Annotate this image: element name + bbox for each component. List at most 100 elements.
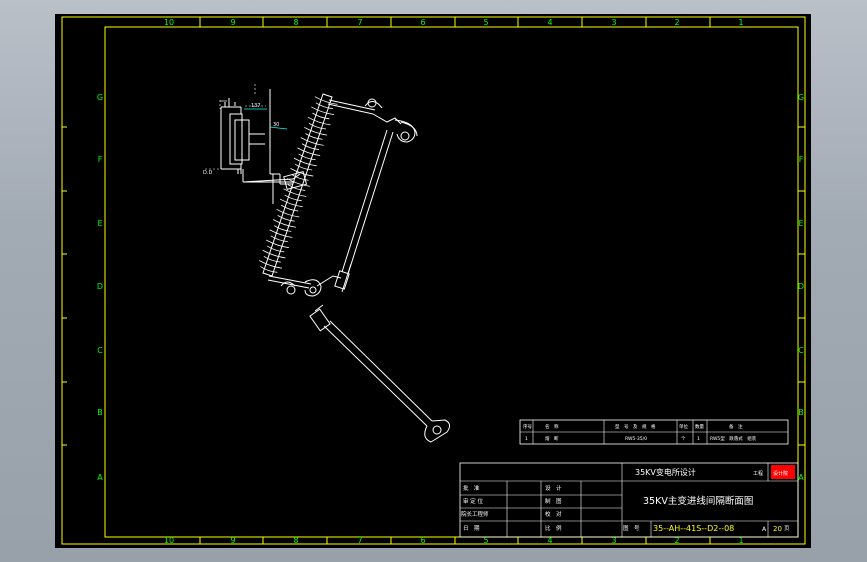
col-label: 2 [674, 536, 679, 545]
drawing-title: 35KV主变进线间隔断面图 [643, 495, 753, 507]
insulator-stack [259, 96, 338, 273]
row-label: F [98, 155, 103, 164]
logo-text: 设计院 [773, 470, 788, 477]
col-label: 8 [293, 536, 298, 545]
col-label: 10 [164, 18, 174, 27]
col-label: 1 [738, 18, 743, 27]
row-label: D [97, 282, 103, 291]
parts-row-cell: RW5-35/0 [625, 436, 647, 442]
bottom-contact [267, 275, 342, 297]
column-labels-top: 10 9 8 7 6 5 4 3 2 1 [164, 18, 744, 27]
insulator-shed [279, 198, 303, 208]
parts-row-cell: 个 [681, 436, 686, 442]
left-label: 院长工程师 [461, 510, 489, 518]
row-label: E [97, 219, 102, 228]
row-label: C [798, 346, 804, 355]
insulator-shed [277, 215, 295, 222]
row-label: D [798, 282, 804, 291]
insulator-shed [267, 245, 285, 253]
mid-label: 设 计 [545, 484, 562, 492]
parts-row-cell: RW5型 跌落式 组装 [710, 435, 757, 442]
col-label: 7 [357, 18, 362, 27]
insulator-shed [300, 137, 324, 146]
insulator-shed [305, 133, 323, 140]
row-label: F [799, 155, 804, 164]
insulator-shed [259, 260, 283, 269]
parts-header-cell: 序号 [523, 423, 532, 430]
col-label: 8 [293, 18, 298, 27]
insulator-shed [308, 122, 327, 130]
insulator-shed [276, 208, 300, 218]
column-labels-bottom: 10 9 8 7 6 5 4 3 2 1 [164, 536, 744, 545]
col-label: 9 [230, 18, 235, 27]
insulator-shed [314, 96, 338, 105]
insulator-shed [287, 184, 306, 191]
row-label: A [97, 473, 103, 482]
dimension-label: D.D [203, 170, 212, 176]
drawing-number: 35--AH--41S--D2--08 [653, 524, 734, 533]
insulator-shed [298, 153, 316, 161]
col-label: 5 [483, 18, 488, 27]
insulator-shed [270, 235, 288, 243]
dimension-marks [244, 108, 288, 130]
inner-frame [104, 26, 799, 538]
leader-lines [205, 84, 266, 170]
mid-label: 校 对 [545, 510, 562, 518]
parts-header-cell: 单位 [679, 423, 688, 430]
insulator-shed [311, 106, 335, 116]
row-label: C [97, 346, 103, 355]
parts-header-cell: 型 号 及 规 格 [615, 423, 656, 430]
col-label: 4 [547, 536, 552, 545]
outer-frame [61, 16, 806, 545]
insulator-shed [272, 219, 296, 228]
insulator-shed [291, 174, 309, 181]
insulator-shed [301, 143, 320, 150]
dimension-label: 137 [251, 103, 261, 109]
row-ticks [62, 126, 805, 446]
insulator-shed [263, 255, 281, 263]
drawing-no-label: 图 号 [623, 524, 640, 532]
operating-rod [309, 304, 451, 443]
insulator-core [262, 93, 333, 277]
col-label: 3 [611, 536, 616, 545]
col-label: 9 [230, 536, 235, 545]
row-labels-right: G F E D C B A [798, 93, 804, 482]
title-block: 设计院 35KV变电所设计 工程 35KV主变进线间隔断面图 批 准 审 定 位… [459, 462, 799, 538]
col-label: 10 [164, 536, 174, 545]
insulator-shed [293, 157, 317, 167]
row-labels-left: G F E D C B A [97, 93, 103, 482]
col-label: 6 [420, 536, 425, 545]
col-label: 6 [420, 18, 425, 27]
parts-row-cell: 1 [525, 436, 528, 442]
insulator-shed [265, 239, 289, 249]
insulator-shed [280, 204, 299, 212]
mid-label: 比 例 [545, 524, 562, 532]
left-label: 批 准 [463, 484, 480, 492]
left-label: 日 期 [463, 525, 480, 532]
insulator-shed [283, 188, 307, 197]
insulator-shed [260, 266, 278, 273]
parts-list: 序号 名 称 型 号 及 规 格 单位 数量 备 注 1 熔 断 RW5-35/… [519, 419, 789, 445]
insulator-shed [274, 225, 292, 232]
insulator-shed [315, 102, 333, 109]
fuse-tube [334, 129, 394, 293]
row-label: A [798, 473, 804, 482]
zone-ticks [199, 17, 711, 544]
top-contact [327, 98, 418, 143]
insulator-shed [286, 178, 310, 187]
cad-viewport[interactable]: 10 9 8 7 6 5 4 3 2 1 10 9 8 7 6 5 4 3 2 … [55, 14, 811, 548]
insulator-shed [290, 168, 314, 177]
parts-row-cell: 1 [697, 436, 700, 442]
row-label: E [798, 219, 803, 228]
row-label: B [97, 408, 103, 417]
cad-drawing: 10 9 8 7 6 5 4 3 2 1 10 9 8 7 6 5 4 3 2 … [61, 16, 806, 545]
insulator-shed [262, 249, 286, 259]
insulator-shed [307, 116, 331, 126]
support-bracket [220, 89, 295, 204]
sheet-suffix: 页 [784, 525, 790, 532]
mid-label: 制 图 [545, 497, 562, 505]
insulator-shed [312, 112, 330, 120]
col-label: 7 [357, 536, 362, 545]
stage-label: 工程 [753, 470, 763, 477]
insulator-shed [284, 194, 302, 202]
